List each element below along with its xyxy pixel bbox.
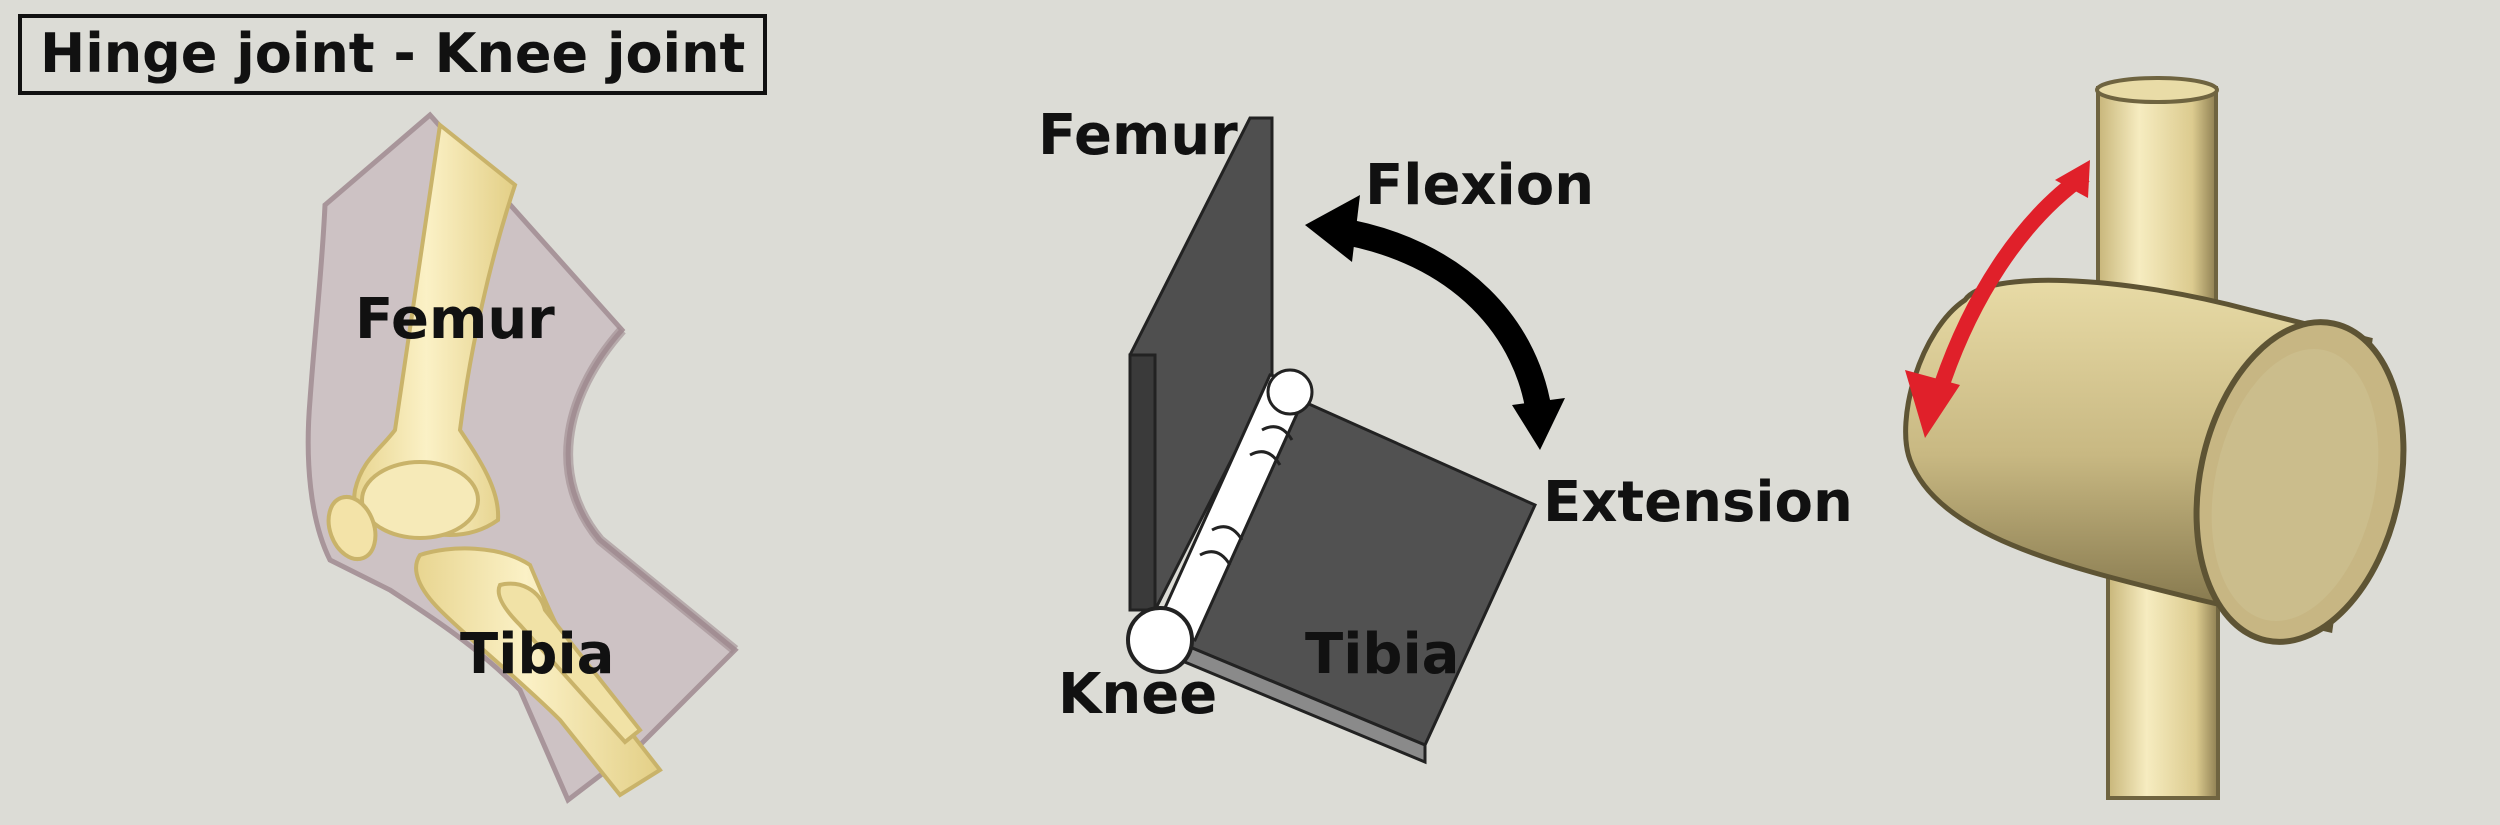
hinge-pin: [1126, 368, 1314, 674]
anatomy-femur-label: Femur: [355, 287, 555, 352]
knee-label: Knee: [1058, 662, 1218, 727]
flexion-extension-arrow: [1305, 195, 1565, 450]
hinge-femur-label: Femur: [1038, 103, 1238, 168]
hinge-tibia-label: Tibia: [1305, 622, 1460, 687]
fibula-bone-shape: [496, 581, 643, 745]
diagram-title: Hinge joint - Knee joint: [18, 14, 768, 96]
cylinder-hinge-model: [1903, 76, 2407, 800]
flexion-label: Flexion: [1365, 153, 1595, 218]
anatomy-tibia-label: Tibia: [460, 622, 615, 687]
rotation-arrow: [1905, 160, 2090, 438]
knee-pivot-circle: [1126, 606, 1194, 674]
knee-anatomy-illustration: [305, 111, 739, 804]
tibia-bone-shape: [414, 546, 663, 798]
hinge-illustration: [1126, 116, 1565, 765]
extension-label: Extension: [1543, 470, 1853, 535]
